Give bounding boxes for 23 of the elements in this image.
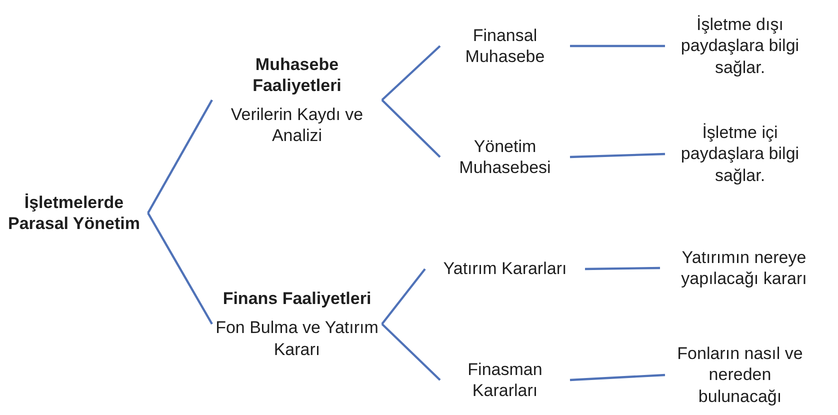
node-label: Yönetim Muhasebesi [440,126,570,188]
node-label: Yatırımın nereye yapılacağı kararı [660,240,828,296]
node-label: İşletme dışı paydaşlara bilgi sağlar. [665,4,815,88]
node-label: İşletmelerde Parasal Yönetim [0,172,148,254]
connector-line [147,212,213,325]
node-label: Finansal Muhasebe [440,15,570,77]
connector-line [570,44,665,48]
node-label: Yatırım Kararları [425,254,585,284]
connector-line [381,99,441,158]
node-label: Finasman Kararları [440,350,570,410]
connector-line [381,268,426,325]
node-heading: Muhasebe Faaliyetleri [252,54,342,96]
connector-line [147,99,213,214]
node-description: Verilerin Kaydı ve Analizi [230,104,364,146]
connector-line [381,45,441,101]
node-heading: Finans Faaliyetleri [222,288,372,310]
connector-line [570,374,666,382]
connector-line [584,266,660,270]
node-label: Fonların nasıl ve nereden bulunacağı [665,336,815,414]
connector-line [381,323,441,381]
connector-line [570,152,666,158]
node-label: İşletme içi paydaşlara bilgi sağlar. [665,112,815,196]
node-description: Fon Bulma ve Yatırım Kararı [214,317,380,360]
